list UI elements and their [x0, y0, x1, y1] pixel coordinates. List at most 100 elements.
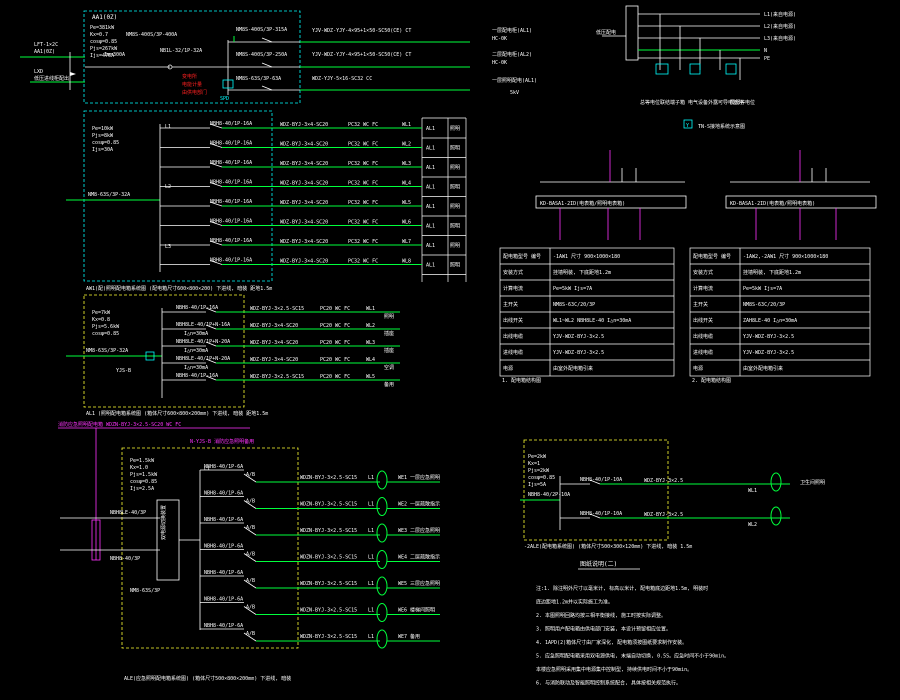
- meter-row-key: 电源: [693, 365, 703, 372]
- tn-bottom-0: 总等电位联结端子箱: [640, 99, 685, 106]
- main-panel-id: AA1(0Z): [92, 14, 117, 21]
- light-param-2: cosφ=0.85: [92, 140, 119, 146]
- meter-row-value: Pe=5kW Ijs=7A: [743, 286, 782, 292]
- notes-item: 4. 1APD(2)箱体尺寸由厂家深化, 配电箱须按图纸要求制作安装。: [536, 639, 687, 646]
- light-row-code: AL1: [426, 126, 435, 132]
- sub-row-breaker: NBH8LE-40/1P+N-16A: [176, 322, 230, 328]
- sub-row-circuit: WL5: [366, 374, 375, 380]
- light-row-load: 照明: [450, 165, 460, 171]
- fire-row-circuit: L1: [368, 475, 374, 481]
- out-2-dest: 一层照明配电(AL1): [492, 77, 537, 84]
- light-row-load: 照明: [450, 126, 460, 132]
- fire-row-circuit: L1: [368, 502, 374, 508]
- light-row-breaker: NBH8-40/1P-16A: [210, 238, 252, 244]
- light-phase-2: L3: [165, 244, 171, 250]
- out-2-dest2: 5kV: [510, 90, 519, 96]
- sub-row-use: PC20 WC FC: [320, 340, 350, 346]
- fire-row-setting: A/B: [246, 578, 255, 584]
- light-row-breaker: NBH8-40/1P-16A: [210, 121, 252, 127]
- notes-item: 本楼应急照明采用集中电源集中控制型, 持续供电时间不小于90min。: [536, 666, 692, 673]
- sub-row-load: 插座: [384, 330, 394, 337]
- light-row-load: 照明: [450, 263, 460, 269]
- out-2-cable: WDZ-YJY-5×16-SC32 CC: [312, 76, 372, 82]
- sub-incoming: NM8-63S/3P-32A: [86, 348, 128, 354]
- out-0-dest: 一层配电柜(AL1): [492, 27, 532, 34]
- fire-panel: 消防应急照明配电箱 WDZN-BYJ-3×2.5-SC20 WC FC N-YJ…: [58, 421, 440, 682]
- meter-row-value: 挂墙明装, 下底距地1.2m: [743, 269, 801, 276]
- meter-row-value: 挂墙明装, 下底距地1.2m: [553, 269, 611, 276]
- light-row-load: 照明: [450, 243, 460, 249]
- fire-row-cable: WDZN-BYJ-3×2.5-SC15: [300, 634, 357, 640]
- small-row-breaker: NBH8-40/1P-10A: [580, 511, 622, 517]
- out-1-breaker: NM8S-400S/3P-250A: [236, 52, 287, 58]
- incoming-label-2: AA1(0Z): [34, 49, 55, 55]
- fire-row-breaker: NBH8-40/1P-6A: [204, 491, 243, 497]
- meter-0-title: KD-BASA1-2ID(电表箱/照明电表箱): [540, 200, 625, 207]
- light-row-cable: WDZ-BYJ-3×4-SC20: [280, 161, 328, 167]
- meter-row-key: 安装方式: [693, 269, 713, 276]
- main-param-2: cosφ=0.85: [90, 39, 117, 45]
- main-param-1: Kx=0.7: [90, 32, 108, 38]
- light-row-circuit: WL6: [402, 220, 411, 226]
- sub-row-use: PC20 WC FC: [320, 374, 350, 380]
- meter-1-footer: 2. 配电箱结构图: [692, 377, 731, 384]
- fire-phase: L1: [204, 466, 210, 472]
- small-footer: -2ALE(配电箱系统图) (箱体尺寸500×300×120mm) 下进线, 暗…: [524, 543, 692, 550]
- sub-incoming-label: YJS-B: [116, 368, 131, 374]
- fire-row-circuit: L1: [368, 555, 374, 561]
- light-row-code: AL1: [426, 243, 435, 249]
- light-row-cable: WDZ-BYJ-3×4-SC20: [280, 200, 328, 206]
- tn-right-3: N: [764, 48, 767, 54]
- main-param-4: Ijs=476A: [90, 53, 114, 59]
- fire-sub-breaker-0: NBH8LE-40/3P: [110, 510, 146, 516]
- tn-diagram: 低压配电 L1(来自电源) L2(来自电源) L3(来自电源) N PE 总等电…: [596, 5, 796, 130]
- fire-row-breaker: NBH8-40/1P-6A: [204, 517, 243, 523]
- meter-row-value: 由室外配电箱引来: [553, 365, 593, 372]
- main-param-0: Pe=381kW: [90, 25, 115, 31]
- fire-row-setting: A/B: [246, 525, 255, 531]
- meter-row-value: ZAH8LE-40 I△n=30mA: [743, 318, 797, 324]
- fire-row-cable: WDZN-BYJ-3×2.5-SC15: [300, 475, 357, 481]
- light-row-circuit: WL7: [402, 239, 411, 245]
- light-row-breaker: NBH8-40/1P-16A: [210, 141, 252, 147]
- fire-header-1: N-YJS-B 消防应急照明备用: [190, 438, 254, 445]
- sub-param-0: Pe=7kW: [92, 310, 111, 316]
- light-row-cable: WDZ-BYJ-3×4-SC20: [280, 239, 328, 245]
- small-incoming: NBH8-40/2P-10A: [528, 492, 570, 498]
- tn-caption: TN-S接地系统示意图: [698, 123, 745, 130]
- light-row-breaker: NBH8-40/1P-16A: [210, 219, 252, 225]
- meter-row-value: -1AW1 尺寸 900×1000×180: [553, 253, 620, 260]
- meter-row-value: -1AW2,-2AW1 尺寸 900×1000×180: [743, 253, 828, 260]
- meter-row-key: 配电箱型号 编号: [693, 253, 731, 260]
- sub-row-cable: WDZ-BYJ-3×4-SC20: [250, 357, 298, 363]
- light-row-circuit: WL5: [402, 200, 411, 206]
- small-row-breaker: NBH8-40/1P-10A: [580, 477, 622, 483]
- fire-param-4: Ijs=2.5A: [130, 486, 154, 492]
- sub-row-setting: I△n=30mA: [184, 365, 208, 371]
- out-2-breaker: NM8S-63S/3P-63A: [236, 76, 281, 82]
- out-0-dest2: HC-0K: [492, 36, 507, 42]
- sub-panel: Pe=7kW Kx=0.8 Pjs=5.6kW cosφ=0.85 NM8-63…: [66, 294, 400, 417]
- out-0-cable: YJV-WDZ-YJY-4×95+1×50-SC50(CE) CT: [312, 28, 411, 34]
- incoming-label: LFT-1×2C: [34, 42, 58, 48]
- incoming-2-label: LXD: [34, 69, 43, 75]
- sub-row-circuit: WL2: [366, 323, 375, 329]
- fire-incoming: NM8-63S/3P: [130, 588, 160, 594]
- light-param-0: Pe=10kW: [92, 126, 114, 132]
- fire-row-cable: WDZN-BYJ-3×2.5-SC15: [300, 581, 357, 587]
- sub-row-circuit: WL1: [366, 306, 375, 312]
- small-row-circuit: WL2: [748, 522, 757, 528]
- fire-row-setting: A/B: [246, 499, 255, 505]
- sub-row-breaker: NBH8-40/1P-16A: [176, 305, 218, 311]
- light-row-breaker: NBH8-40/1P-16A: [210, 199, 252, 205]
- meter-row-key: 配电箱型号 编号: [503, 253, 541, 260]
- notes-item: 底边距地1.2m并以实际施工为准。: [536, 599, 613, 606]
- meter-0-footer: 1. 配电箱结构图: [502, 377, 541, 384]
- meter-row-value: WL1~WL2 NBH8LE-40 I△n=30mA: [553, 318, 631, 324]
- ats-label: 双电源切换装置: [160, 505, 167, 540]
- tn-right-1: L2(来自电源): [764, 23, 796, 30]
- light-row-circuit: WL1: [402, 122, 411, 128]
- meter-row-value: NM8S-63C/20/3P: [553, 302, 595, 308]
- mini-breaker-label: NB1L-32/1P-32A: [160, 48, 202, 54]
- fire-row-circuit: L1: [368, 634, 374, 640]
